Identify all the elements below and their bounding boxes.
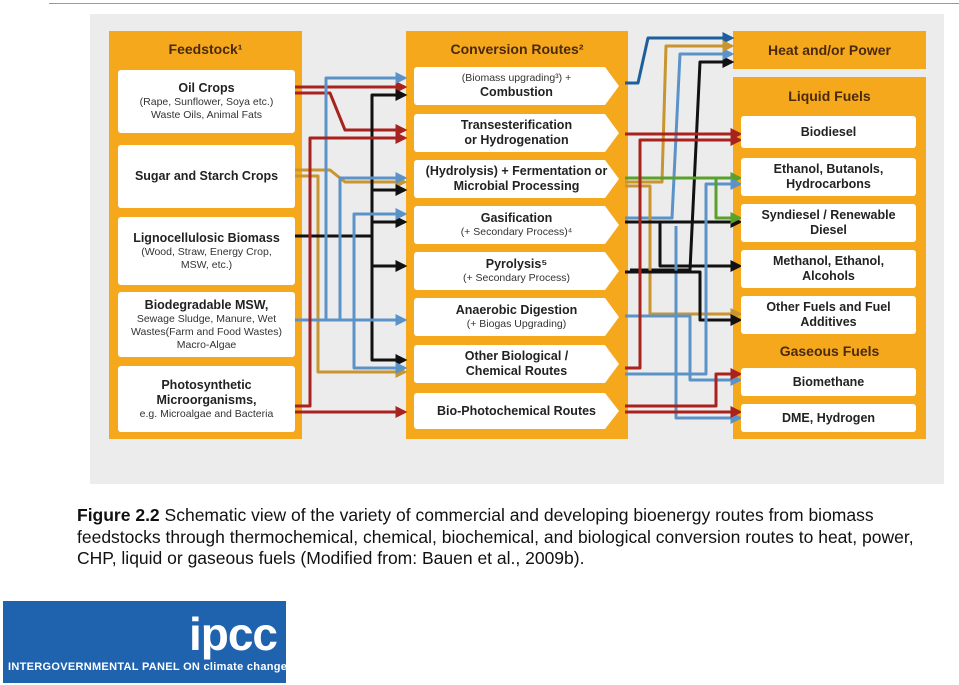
route-anaerobic-digestion: Anaerobic Digestion (+ Biogas Upgrading) <box>414 298 619 336</box>
feedstock-sub: Wastes(Farm and Food Wastes) <box>131 325 282 338</box>
flow-ligno-combustion <box>295 89 408 238</box>
output-line: Diesel <box>810 223 847 237</box>
output-syndiesel: Syndiesel / Renewable Diesel <box>741 204 916 242</box>
output-ethanol-butanols: Ethanol, Butanols, Hydrocarbons <box>741 158 916 196</box>
flow-other-biodiesel <box>625 134 743 370</box>
route-line: Combustion <box>480 85 553 99</box>
flow-anaerobic-biomethane <box>625 314 743 386</box>
heat-power-column: Heat and/or Power <box>733 31 926 69</box>
feedstock-lignocellulosic: Lignocellulosic Biomass (Wood, Straw, En… <box>118 217 295 285</box>
route-line: Pyrolysis⁵ <box>485 257 548 271</box>
output-biomethane: Biomethane <box>741 368 916 396</box>
output-other-fuels: Other Fuels and Fuel Additives <box>741 296 916 334</box>
feedstock-title: Sugar and Starch Crops <box>134 169 279 183</box>
ipcc-logo-subtitle: INTERGOVERNMENTAL PANEL ON climate chang… <box>8 661 288 673</box>
feedstock-biodegradable-msw: Biodegradable MSW, Sewage Sludge, Manure… <box>118 292 295 357</box>
ipcc-logo-word: ipcc <box>188 608 278 660</box>
output-line: Alcohols <box>802 269 855 283</box>
feedstock-sub: Waste Oils, Animal Fats <box>150 109 263 121</box>
output-line: Other Fuels and Fuel <box>766 300 891 314</box>
route-line: Other Biological / <box>464 349 569 363</box>
feedstock-title: Biodegradable MSW, <box>144 297 269 312</box>
flow-ligno-other <box>370 236 408 366</box>
feedstock-oil-crops: Oil Crops (Rape, Sunflower, Soya etc.) W… <box>118 70 295 133</box>
route-line: Anaerobic Digestion <box>455 303 578 317</box>
flow-msw-other <box>352 320 408 374</box>
caption-label: Figure 2.2 <box>77 505 160 525</box>
feedstock-sub: (Rape, Sunflower, Soya etc.) <box>139 96 274 108</box>
flow-sugar-fermentation <box>295 168 408 188</box>
route-pyrolysis: Pyrolysis⁵ (+ Secondary Process) <box>414 252 619 290</box>
feedstock-title: Microorganisms, <box>156 392 257 407</box>
output-biodiesel: Biodiesel <box>741 116 916 148</box>
liquid-fuels-header: Liquid Fuels <box>788 88 871 104</box>
feedstock-sub: e.g. Microalgae and Bacteria <box>139 407 274 420</box>
feedstock-sub: Sewage Sludge, Manure, Wet <box>136 312 277 325</box>
output-line: Syndiesel / Renewable <box>761 208 896 222</box>
output-line: Ethanol, Butanols, <box>773 162 884 176</box>
flow-ferm-other <box>625 184 743 320</box>
feedstock-photosynthetic: Photosynthetic Microorganisms, e.g. Micr… <box>118 366 295 432</box>
flow-pyro-other <box>625 270 743 326</box>
flow-msw-gasification <box>352 208 408 320</box>
flow-gas-methanol <box>658 222 743 272</box>
feedstock-title: Lignocellulosic Biomass <box>133 230 280 245</box>
route-line: (+ Secondary Process)⁴ <box>460 226 573 238</box>
gaseous-fuels-header: Gaseous Fuels <box>779 343 880 359</box>
route-line: (+ Secondary Process) <box>462 272 571 284</box>
flow-other-ethanol <box>625 178 743 376</box>
feedstock-sub: (Wood, Straw, Energy Crop, <box>141 245 272 258</box>
route-fermentation: (Hydrolysis) + Fermentation or Microbial… <box>414 160 619 198</box>
route-line: (Biomass upgrading³) + <box>461 72 572 84</box>
output-methanol: Methanol, Ethanol, Alcohols <box>741 250 916 288</box>
flow-gas-dme <box>674 226 743 424</box>
caption-text: Schematic view of the variety of commerc… <box>77 505 914 568</box>
flow-combustion-heat <box>625 32 735 85</box>
route-line: Microbial Processing <box>453 179 580 193</box>
output-line: Hydrocarbons <box>786 177 871 191</box>
route-other-biological: Other Biological / Chemical Routes <box>414 345 619 383</box>
feedstock-sub: Macro-Algae <box>176 338 237 351</box>
route-transesterification: Transesterification or Hydrogenation <box>414 114 619 152</box>
flow-green-syndiesel <box>680 176 743 224</box>
conversion-header: Conversion Routes² <box>450 41 584 57</box>
feedstock-title: Photosynthetic <box>161 377 252 392</box>
flow-black-heat <box>630 56 735 272</box>
route-line: or Hydrogenation <box>464 133 569 147</box>
flow-oil-transest <box>295 91 408 136</box>
flow-msw-fermentation <box>338 172 408 320</box>
feedstock-title: Oil Crops <box>178 81 235 95</box>
output-dme-hydrogen: DME, Hydrogen <box>741 404 916 432</box>
route-line: Gasification <box>480 211 553 225</box>
flow-micro-transest <box>295 132 408 408</box>
output-line: Biodiesel <box>800 124 857 139</box>
top-rule <box>49 3 959 4</box>
flow-tan-heat <box>625 40 735 184</box>
output-line: Biomethane <box>792 374 865 389</box>
route-combustion: (Biomass upgrading³) + Combustion <box>414 67 619 105</box>
figure-caption: Figure 2.2 Schematic view of the variety… <box>77 505 947 570</box>
route-line: Chemical Routes <box>465 364 568 378</box>
route-bio-photochemical: Bio-Photochemical Routes <box>414 393 619 429</box>
flow-photo-biomethane <box>625 368 743 408</box>
route-line: (Hydrolysis) + Fermentation or <box>425 164 608 178</box>
output-line: Methanol, Ethanol, <box>772 254 885 268</box>
heat-power-header: Heat and/or Power <box>768 42 891 58</box>
feedstock-sub: MSW, etc.) <box>180 258 233 271</box>
route-line: (+ Biogas Upgrading) <box>466 318 567 330</box>
feedstock-sugar-starch: Sugar and Starch Crops <box>118 145 295 208</box>
route-line: Bio-Photochemical Routes <box>436 403 597 418</box>
output-line: Additives <box>800 315 857 329</box>
flow-msw-combustion <box>324 72 408 320</box>
feedstock-header: Feedstock¹ <box>168 41 243 57</box>
route-gasification: Gasification (+ Secondary Process)⁴ <box>414 206 619 244</box>
output-line: DME, Hydrogen <box>781 410 876 425</box>
flow-sugar-other <box>295 174 408 378</box>
route-line: Transesterification <box>460 118 573 132</box>
ipcc-logo: ipcc INTERGOVERNMENTAL PANEL ON climate … <box>3 601 288 683</box>
